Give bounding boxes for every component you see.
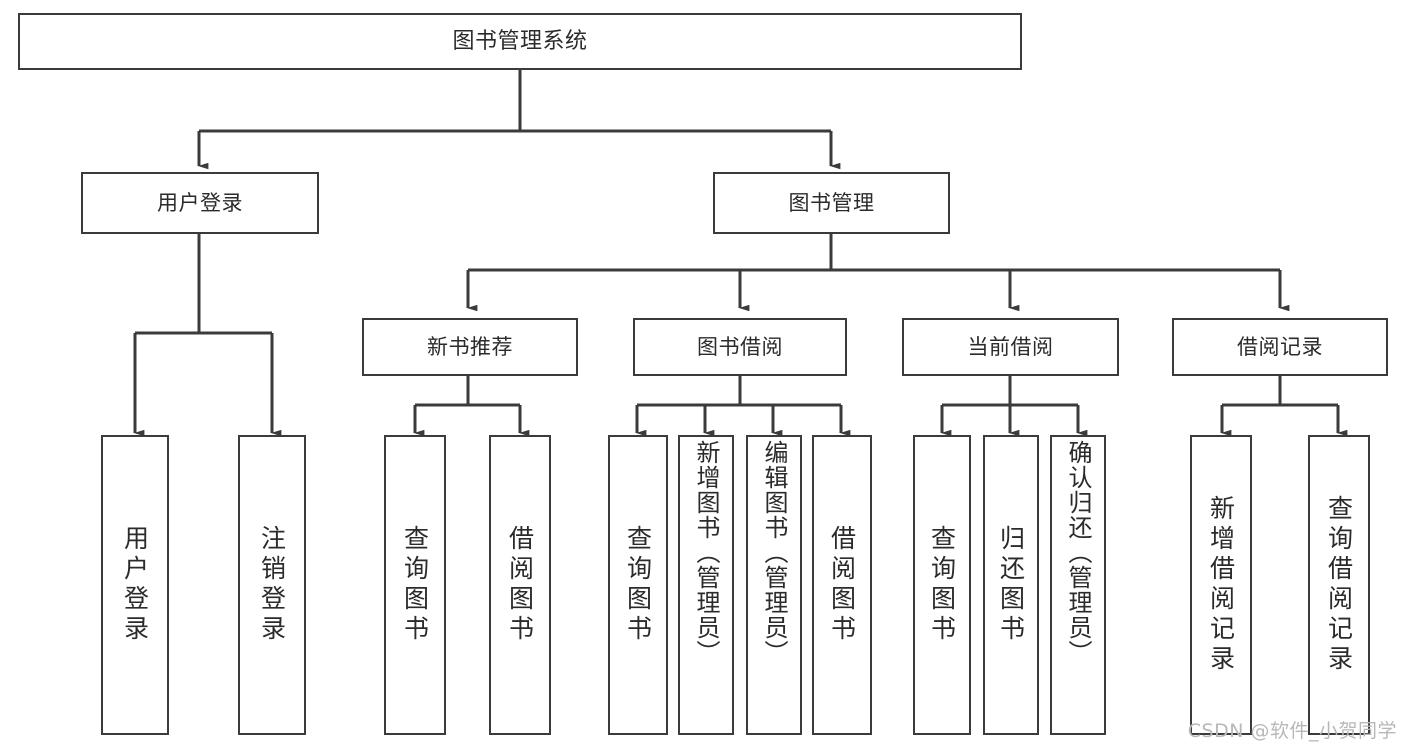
node-borrow-record[interactable]: 借阅记录 — [1172, 318, 1388, 376]
node-label: 用户登录 — [157, 190, 243, 215]
node-root-book-management-system[interactable]: 图书管理系统 — [18, 13, 1022, 70]
leaf-edit-book-admin[interactable]: 编辑图书（管理员） — [746, 435, 802, 735]
node-user-login[interactable]: 用户登录 — [81, 172, 319, 234]
leaf-query-borrow-record[interactable]: 查询借阅记录 — [1308, 435, 1370, 735]
node-new-book-recommend[interactable]: 新书推荐 — [362, 318, 578, 376]
node-label: 查询图书 — [927, 525, 957, 645]
leaf-add-borrow-record[interactable]: 新增借阅记录 — [1190, 435, 1252, 735]
node-current-borrow[interactable]: 当前借阅 — [902, 318, 1119, 376]
leaf-query-book-current[interactable]: 查询图书 — [913, 435, 971, 735]
node-label: 查询借阅记录 — [1324, 495, 1354, 675]
leaf-query-book-borrow[interactable]: 查询图书 — [608, 435, 668, 735]
watermark-text: CSDN @软件_小贺同学 — [1187, 720, 1397, 742]
node-book-borrow[interactable]: 图书借阅 — [633, 318, 847, 376]
leaf-borrow-book-recommend[interactable]: 借阅图书 — [489, 435, 551, 735]
node-label: 注销登录 — [257, 525, 287, 645]
node-label: 查询图书 — [400, 525, 430, 645]
node-label: 图书管理 — [788, 190, 875, 215]
leaf-add-book-admin[interactable]: 新增图书（管理员） — [678, 435, 734, 735]
node-label: 借阅图书 — [505, 525, 535, 645]
leaf-confirm-return-admin[interactable]: 确认归还（管理员） — [1050, 435, 1106, 735]
leaf-borrow-book[interactable]: 借阅图书 — [812, 435, 872, 735]
node-book-management[interactable]: 图书管理 — [713, 172, 950, 234]
leaf-user-login[interactable]: 用户登录 — [101, 435, 169, 735]
node-label: 归还图书 — [996, 525, 1026, 645]
leaf-logout[interactable]: 注销登录 — [238, 435, 306, 735]
node-label: 借阅图书 — [827, 525, 857, 645]
node-label: 新增借阅记录 — [1206, 495, 1236, 675]
node-label: 用户登录 — [120, 525, 150, 645]
node-label: 图书管理系统 — [452, 28, 588, 54]
leaf-return-book[interactable]: 归还图书 — [983, 435, 1039, 735]
node-label: 当前借阅 — [967, 334, 1054, 359]
node-label: 借阅记录 — [1237, 334, 1323, 359]
node-label: 新增图书（管理员） — [692, 440, 720, 665]
leaf-query-book-recommend[interactable]: 查询图书 — [384, 435, 446, 735]
node-label: 确认归还（管理员） — [1064, 440, 1092, 665]
node-label: 编辑图书（管理员） — [760, 440, 788, 665]
node-label: 查询图书 — [623, 525, 653, 645]
node-label: 图书借阅 — [697, 334, 783, 359]
node-label: 新书推荐 — [427, 334, 513, 359]
